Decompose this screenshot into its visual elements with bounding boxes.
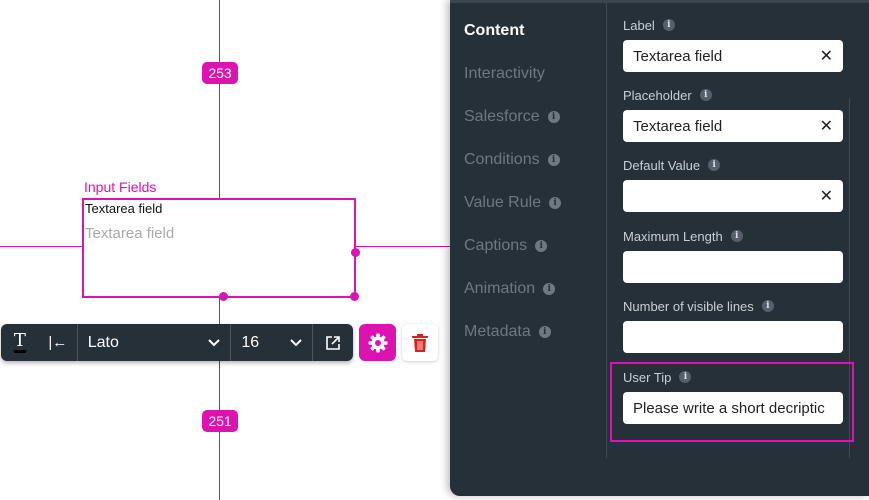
properties-panel: Content Interactivity Salesforce i Condit…: [450, 0, 869, 496]
input-value: Textarea field: [633, 47, 723, 65]
tab-label: Content: [464, 22, 525, 39]
default-value-input[interactable]: ✕: [623, 180, 843, 212]
distance-badge-bottom: 251: [202, 410, 238, 432]
text-style-button[interactable]: T: [1, 324, 39, 361]
resize-handle-right[interactable]: [351, 248, 360, 257]
scrollbar[interactable]: [849, 98, 850, 458]
tab-label: Animation: [464, 280, 536, 297]
user-tip-field: User Tip i Please write a short decriptic: [623, 369, 843, 424]
info-icon[interactable]: i: [708, 159, 721, 171]
font-value: Lato: [87, 333, 119, 351]
align-left-button[interactable]: |←: [39, 324, 77, 361]
resize-handle-corner[interactable]: [350, 292, 359, 301]
info-icon[interactable]: i: [547, 111, 560, 123]
external-link-icon: [326, 335, 340, 350]
field-label: User Tip: [623, 369, 672, 385]
align-left-icon: |←: [48, 334, 68, 351]
input-value: Textarea field: [633, 117, 723, 135]
resize-handle-bottom[interactable]: [219, 292, 228, 301]
visible-lines-field: Number of visible lines i: [623, 298, 843, 353]
component-name: Input Fields: [84, 179, 157, 195]
separator: [76, 324, 78, 361]
clear-icon[interactable]: ✕: [819, 118, 833, 135]
user-tip-highlight: [610, 362, 854, 442]
clear-icon[interactable]: ✕: [819, 48, 833, 65]
separator: [230, 324, 232, 361]
visible-lines-input[interactable]: [623, 321, 843, 353]
tab-label: Value Rule: [464, 194, 542, 211]
info-icon[interactable]: i: [543, 283, 556, 295]
field-label: Default Value: [623, 157, 701, 173]
horizontal-guide-left: [0, 246, 82, 247]
text-color-icon: T: [13, 330, 26, 353]
placeholder-field: Placeholder i Textarea field ✕: [623, 87, 843, 142]
open-external-button[interactable]: [313, 324, 353, 361]
label-input[interactable]: Textarea field ✕: [623, 40, 843, 72]
tab-label: Interactivity: [464, 65, 545, 82]
tab-captions[interactable]: Captions i: [464, 237, 561, 280]
tab-label: Salesforce: [464, 108, 540, 125]
tab-label: Metadata: [464, 323, 531, 340]
separator: [312, 324, 314, 361]
info-icon[interactable]: i: [730, 230, 743, 242]
textarea-component[interactable]: Textarea field Textarea field: [82, 198, 356, 298]
format-toolbar: T |← Lato 16: [1, 324, 353, 361]
panel-top-border: [450, 0, 869, 3]
info-icon[interactable]: i: [761, 300, 774, 312]
info-icon[interactable]: i: [547, 154, 560, 166]
horizontal-guide-right: [356, 246, 450, 247]
panel-tabs: Content Interactivity Salesforce i Condit…: [464, 22, 562, 366]
clear-icon[interactable]: ✕: [819, 188, 833, 205]
panel-divider: [606, 3, 607, 458]
placeholder-input[interactable]: Textarea field ✕: [623, 110, 843, 142]
info-icon[interactable]: i: [662, 19, 675, 31]
field-label: Placeholder: [623, 87, 692, 103]
chevron-down-icon: [208, 338, 221, 346]
font-select[interactable]: Lato: [78, 324, 231, 361]
info-icon[interactable]: i: [679, 371, 692, 383]
vertical-guide-bottom: [219, 298, 220, 500]
font-size-value: 16: [241, 333, 260, 351]
settings-button[interactable]: [359, 324, 396, 361]
chevron-down-icon: [290, 338, 302, 346]
info-icon[interactable]: i: [699, 89, 712, 101]
tab-value-rule[interactable]: Value Rule i: [464, 194, 562, 237]
info-icon[interactable]: i: [549, 197, 562, 209]
tab-conditions[interactable]: Conditions i: [464, 151, 561, 194]
component-label: Textarea field: [85, 201, 163, 216]
distance-badge-top: 253: [202, 62, 238, 84]
tab-content[interactable]: Content: [464, 22, 561, 65]
info-icon[interactable]: i: [538, 326, 551, 338]
maximum-length-input[interactable]: [623, 251, 843, 283]
user-tip-input[interactable]: Please write a short decriptic: [623, 392, 843, 424]
info-icon[interactable]: i: [535, 240, 548, 252]
tab-salesforce[interactable]: Salesforce i: [464, 108, 561, 151]
tab-interactivity[interactable]: Interactivity: [464, 65, 561, 108]
gear-icon: [368, 333, 387, 352]
tab-animation[interactable]: Animation i: [464, 280, 561, 323]
tab-label: Conditions: [464, 151, 540, 168]
maximum-length-field: Maximum Length i: [623, 228, 843, 283]
tab-label: Captions: [464, 237, 528, 254]
input-value: Please write a short decriptic: [633, 399, 825, 417]
default-value-field: Default Value i ✕: [623, 157, 843, 212]
trash-icon: [412, 333, 428, 352]
delete-button[interactable]: [402, 324, 438, 361]
tab-metadata[interactable]: Metadata i: [464, 323, 561, 366]
component-placeholder: Textarea field: [85, 225, 175, 242]
field-label: Label: [623, 17, 655, 33]
font-size-select[interactable]: 16: [231, 324, 312, 361]
vertical-guide-top: [219, 0, 220, 198]
field-label: Number of visible lines: [623, 298, 754, 314]
field-label: Maximum Length: [623, 228, 723, 244]
